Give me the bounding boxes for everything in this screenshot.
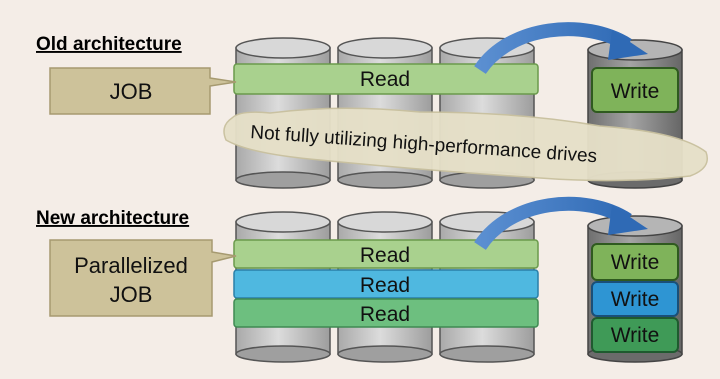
old-read-band — [233, 63, 539, 95]
old-architecture-section: Old architecture Read Write — [36, 22, 708, 189]
old-job-label: JOB — [110, 79, 153, 104]
new-job-box — [49, 239, 237, 317]
new-read-label-3: Read — [360, 303, 410, 326]
old-read-label: Read — [360, 68, 410, 91]
new-read-label-2: Read — [360, 274, 410, 297]
old-write-label: Write — [611, 80, 660, 103]
old-note-cloud — [223, 107, 708, 182]
new-job-label-line2: JOB — [110, 282, 153, 307]
new-read-band-1 — [233, 239, 539, 269]
old-architecture-heading: Old architecture — [36, 34, 182, 55]
new-architecture-heading: New architecture — [36, 208, 189, 229]
new-write-label-3: Write — [611, 324, 660, 347]
new-read-label-1: Read — [360, 244, 410, 267]
old-write-block — [591, 67, 679, 113]
old-job-box — [49, 67, 237, 115]
new-write-block-3 — [591, 317, 679, 353]
new-architecture-section: New architecture Read Read Read — [36, 196, 683, 363]
new-read-band-3 — [233, 298, 539, 328]
new-write-label-1: Write — [611, 251, 660, 274]
new-write-label-2: Write — [611, 288, 660, 311]
new-read-band-2 — [233, 269, 539, 299]
old-transfer-arrowhead — [608, 30, 648, 60]
new-write-block-1 — [591, 243, 679, 281]
new-transfer-arrowhead — [608, 205, 648, 235]
new-write-block-2 — [591, 281, 679, 317]
new-job-label-line1: Parallelized — [74, 253, 188, 278]
